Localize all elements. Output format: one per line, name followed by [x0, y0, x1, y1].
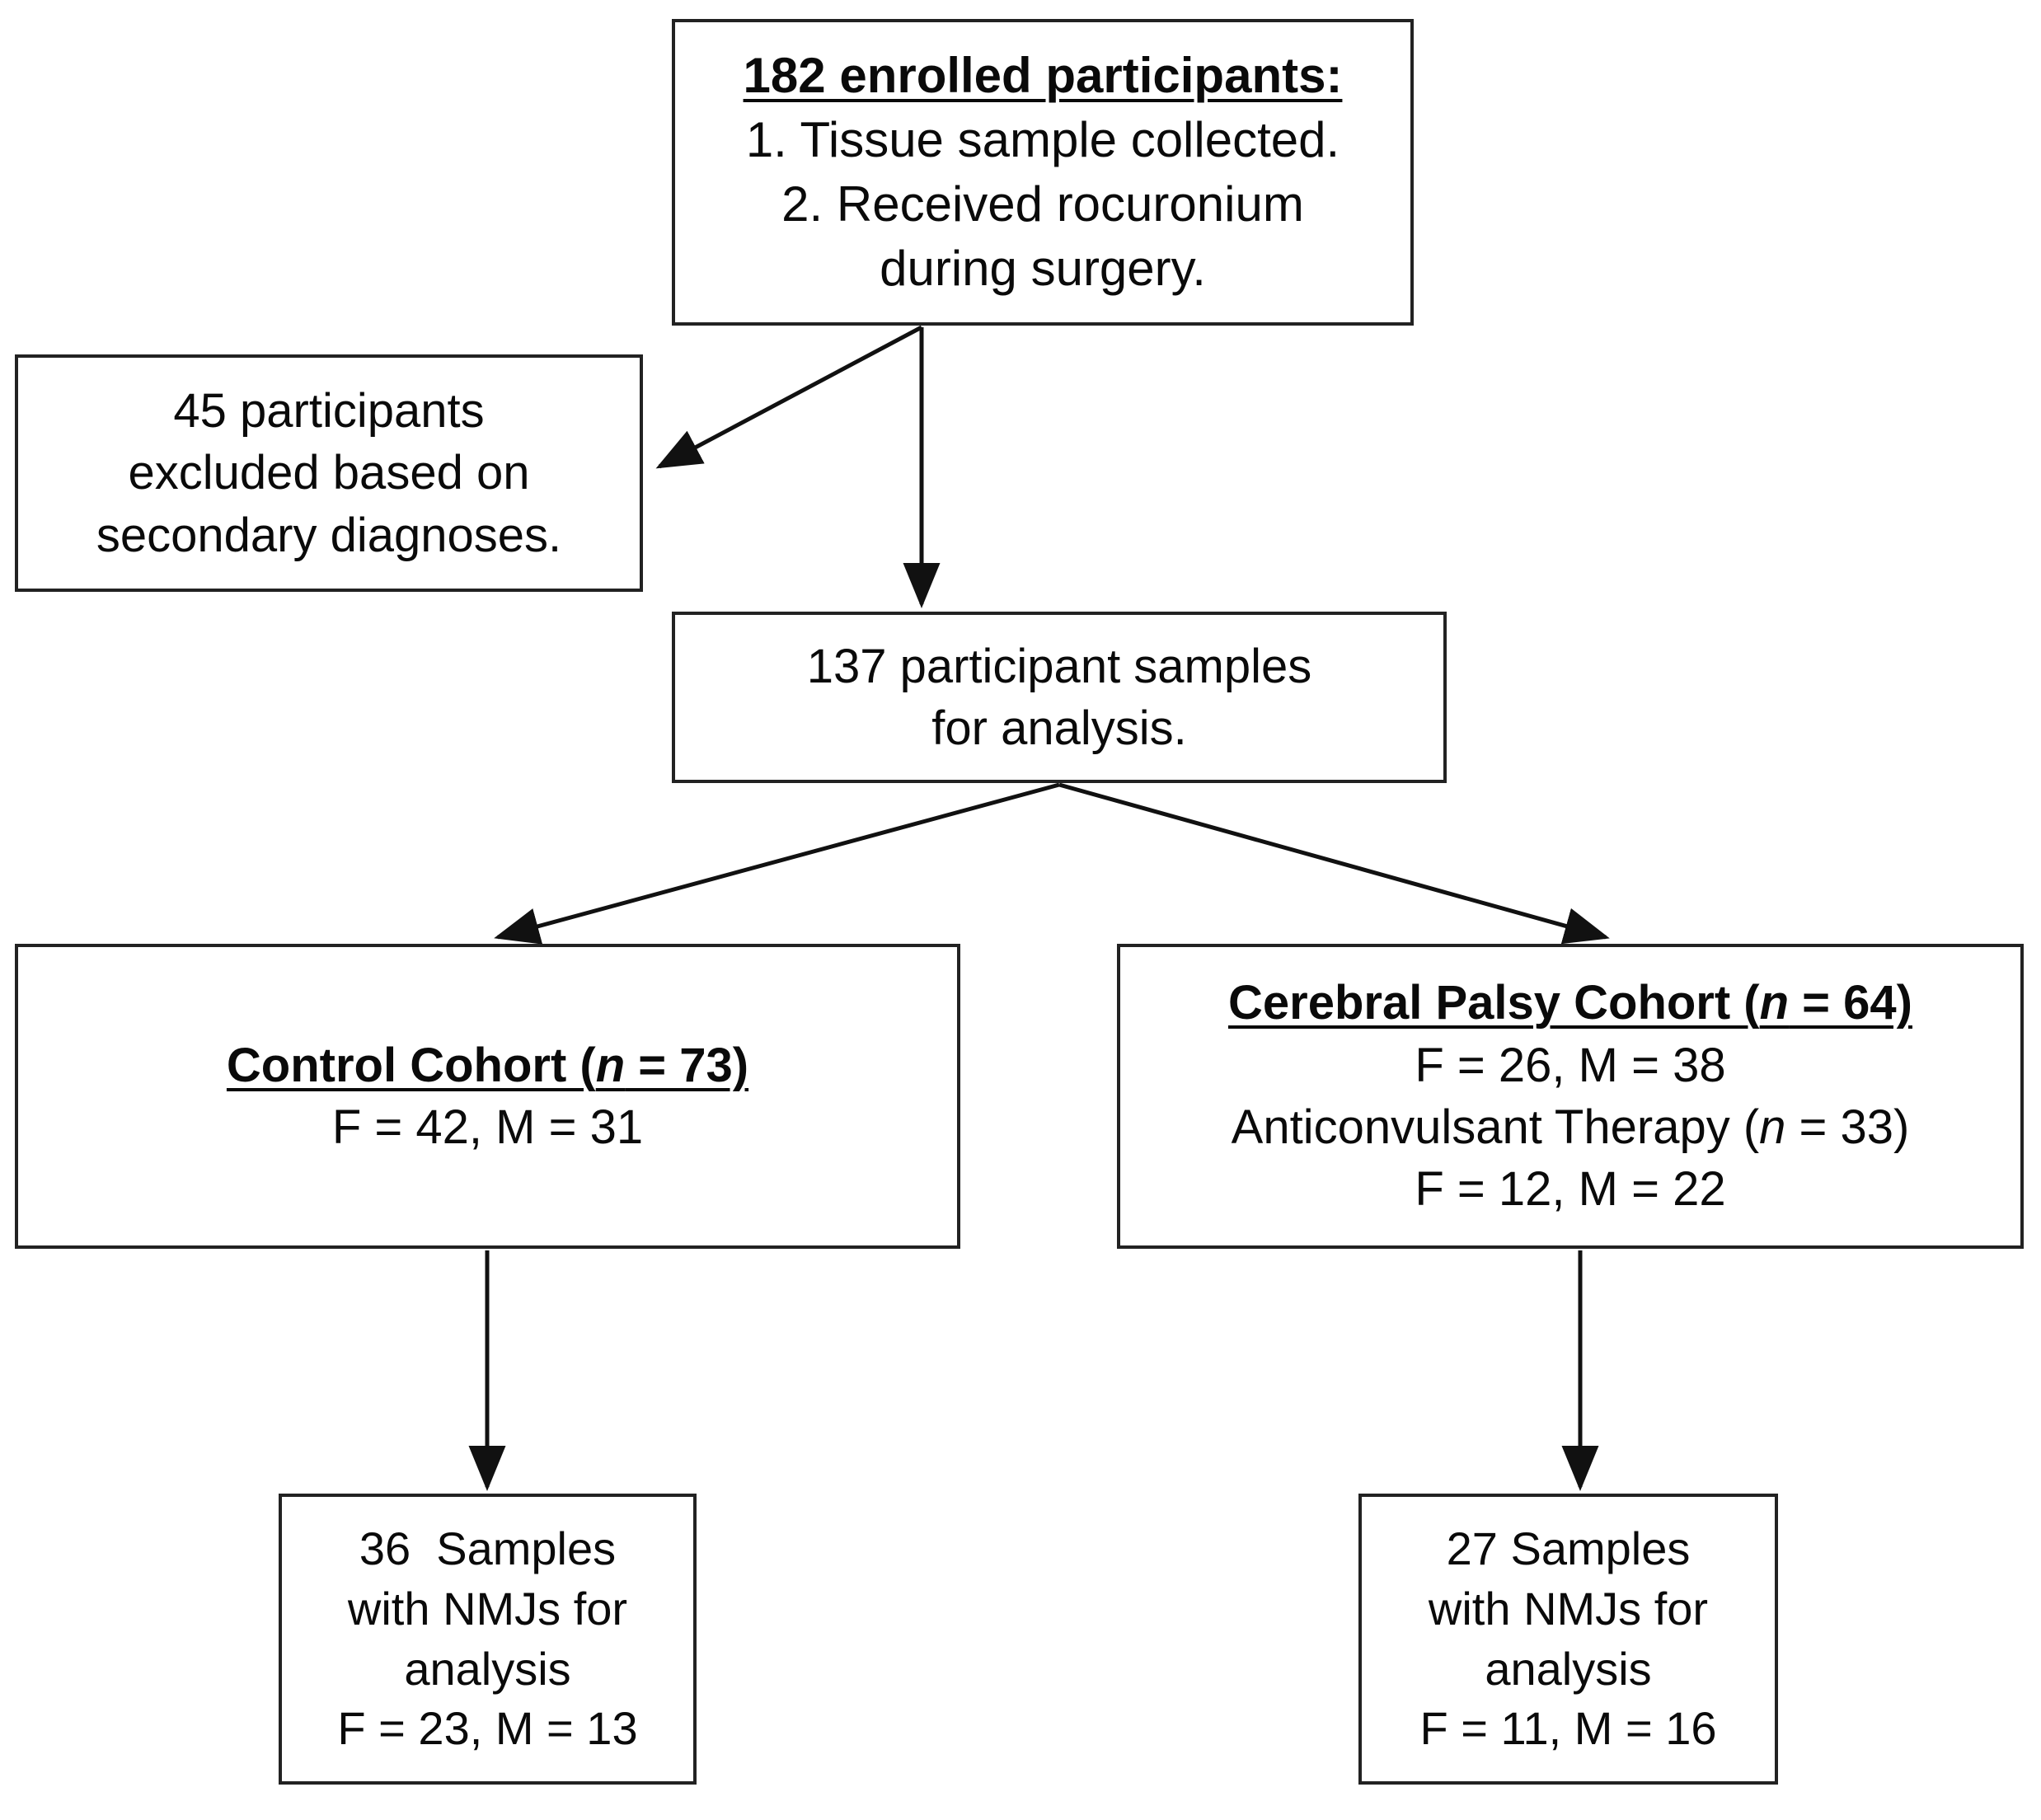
edge-enrolled-to-excluded — [655, 325, 923, 469]
node-participant-samples: 137 participant samples for analysis. — [672, 612, 1447, 783]
node-excluded-participants: 45 participants excluded based on second… — [15, 354, 643, 592]
cp-therapy-sex-counts: F = 12, M = 22 — [1415, 1162, 1726, 1217]
control-sex-counts: F = 42, M = 31 — [331, 1100, 644, 1154]
cp-heading-n-symbol: n — [1759, 976, 1790, 1030]
samples-line-1: 137 participant samples — [806, 639, 1312, 693]
cp-nmj-sex-counts: F = 11, M = 16 — [1419, 1702, 1717, 1755]
cp-heading-prefix: Cerebral Palsy Cohort ( — [1227, 976, 1760, 1030]
node-control-nmj-samples: 36 Samples with NMJs for analysis F = 23… — [279, 1494, 697, 1785]
cp-nmj-line-1: 27 Samples — [1446, 1522, 1691, 1574]
cp-sex-counts: F = 26, M = 38 — [1415, 1038, 1726, 1092]
edge-samples-to-cerebral-palsy — [1058, 782, 1610, 945]
cp-therapy-n-symbol: n — [1759, 1100, 1786, 1154]
samples-line-2: for analysis. — [931, 701, 1187, 755]
excluded-line-2: excluded based on — [128, 446, 530, 500]
node-cerebral-palsy-cohort: Cerebral Palsy Cohort (n = 64) F = 26, M… — [1117, 944, 2024, 1249]
cp-nmj-line-2: with NMJs for — [1428, 1582, 1709, 1635]
cp-nmj-line-3: analysis — [1485, 1642, 1652, 1695]
cp-therapy-prefix: Anticonvulsant Therapy ( — [1231, 1100, 1760, 1154]
control-heading-n-symbol: n — [595, 1038, 626, 1092]
enrolled-line-1: 1. Tissue sample collected. — [745, 112, 1340, 167]
control-heading-suffix: = 73) — [625, 1038, 749, 1092]
control-nmj-sex-counts: F = 23, M = 13 — [337, 1702, 638, 1755]
cp-therapy-suffix: = 33) — [1785, 1100, 1910, 1154]
node-control-cohort: Control Cohort (n = 73) F = 42, M = 31 — [15, 944, 960, 1249]
excluded-line-1: 45 participants — [173, 383, 485, 438]
enrolled-line-2: 2. Received rocuronium — [781, 176, 1304, 232]
node-enrolled-participants: 182 enrolled participants: 1. Tissue sam… — [672, 19, 1414, 326]
control-nmj-line-3: analysis — [404, 1642, 571, 1695]
enrolled-line-3: during surgery. — [880, 241, 1206, 296]
cp-therapy-line: Anticonvulsant Therapy (n = 33) — [1232, 1096, 1910, 1158]
cp-cohort-heading: Cerebral Palsy Cohort (n = 64) — [1228, 972, 1912, 1034]
node-cp-nmj-samples: 27 Samples with NMJs for analysis F = 11… — [1358, 1494, 1778, 1785]
edge-samples-to-control — [494, 782, 1060, 945]
excluded-line-3: secondary diagnoses. — [96, 508, 562, 562]
enrolled-heading: 182 enrolled participants: — [743, 48, 1343, 103]
control-heading-prefix: Control Cohort ( — [226, 1038, 596, 1092]
control-nmj-line-2: with NMJs for — [347, 1582, 628, 1635]
control-nmj-line-1: 36 Samples — [359, 1522, 617, 1574]
cp-heading-suffix: = 64) — [1789, 976, 1912, 1030]
control-cohort-heading: Control Cohort (n = 73) — [227, 1034, 748, 1096]
